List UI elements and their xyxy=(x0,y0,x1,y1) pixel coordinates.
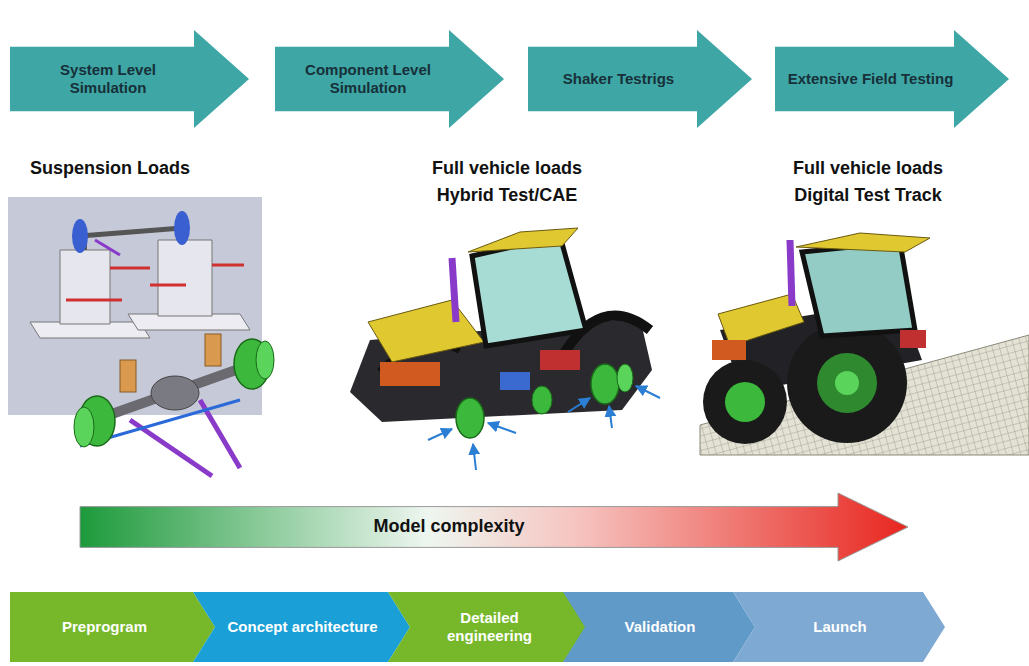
phase-chevron-outline xyxy=(733,592,945,662)
tractor-cutaway-part xyxy=(468,228,578,252)
axle-assembly-part xyxy=(205,334,221,366)
tractor-full-part xyxy=(712,340,746,360)
tractor-cutaway-part xyxy=(368,300,484,362)
phase-chevron: Concept architecture xyxy=(193,592,410,662)
tractor-full-part xyxy=(703,360,787,444)
tractor-cutaway-part xyxy=(472,236,586,346)
test-rig-part xyxy=(66,299,122,302)
node-text: Component Level Simulation xyxy=(287,61,449,97)
phase-chevron: Detailed engineering xyxy=(388,592,589,662)
tractor-full-part xyxy=(787,323,907,443)
phase-chevron-outline xyxy=(563,592,755,662)
test-rig-part xyxy=(158,240,212,316)
node-text: Validation xyxy=(625,618,696,636)
text-area: Model complexity xyxy=(80,493,908,561)
stage-arrow-outline xyxy=(275,30,504,128)
stage-arrow-outline xyxy=(10,30,249,128)
load-arrows-part xyxy=(428,429,452,440)
axle-assembly-part xyxy=(74,407,94,447)
tractor-full-part xyxy=(817,353,877,413)
axle-assembly xyxy=(74,334,274,476)
phase-chevron: Preprogram xyxy=(10,592,215,662)
tractor-cutaway-part xyxy=(540,350,580,370)
node-text: System Level Simulation xyxy=(22,61,194,97)
text-area: Component Level Simulation xyxy=(275,30,504,128)
test-rig-part xyxy=(174,211,190,245)
tractor-cutaway-part xyxy=(452,258,456,322)
tractor-cutaway xyxy=(350,228,652,438)
rig-panel xyxy=(8,197,262,415)
phase-chevron: Validation xyxy=(563,592,755,662)
node-text: Concept architecture xyxy=(227,618,377,636)
complexity-arrow: Model complexity xyxy=(80,493,908,561)
node-text: Extensive Field Testing xyxy=(788,70,954,88)
text-area: Validation xyxy=(563,592,755,662)
section-heading: Full vehicle loads xyxy=(738,157,998,179)
tractor-full-part xyxy=(725,382,765,422)
section-heading: Suspension Loads xyxy=(30,157,260,179)
node-text: Model complexity xyxy=(373,516,524,538)
tractor-cutaway-part xyxy=(500,372,530,390)
text-area: Concept architecture xyxy=(193,592,410,662)
text-area: Launch xyxy=(733,592,945,662)
axle-assembly-part xyxy=(120,360,136,392)
tractor-cutaway-part xyxy=(456,398,484,438)
stage-arrow-outline xyxy=(528,30,752,128)
tractor-cutaway-part xyxy=(591,364,619,404)
load-arrows-part xyxy=(609,406,612,428)
text-area: Shaker Testrigs xyxy=(528,30,752,128)
tractor-cutaway-part xyxy=(617,364,633,392)
stage-arrow: Extensive Field Testing xyxy=(775,30,1009,128)
tractor-cutaway-part xyxy=(380,362,440,386)
test-rig-part xyxy=(150,284,186,287)
text-area: System Level Simulation xyxy=(10,30,249,128)
load-arrows xyxy=(428,386,660,470)
stage-arrow-outline xyxy=(775,30,1009,128)
stage-arrow: Shaker Testrigs xyxy=(528,30,752,128)
test-rig-part xyxy=(72,219,88,253)
load-arrows-part xyxy=(636,386,660,398)
test-rig-part xyxy=(95,240,120,255)
node-text: Preprogram xyxy=(62,618,147,636)
complexity-arrow-outline xyxy=(80,493,908,561)
tractor-full-part xyxy=(790,240,792,306)
test-rig-part xyxy=(60,250,110,324)
node-text: Shaker Testrigs xyxy=(563,70,674,88)
phase-chevron: Launch xyxy=(733,592,945,662)
section-heading: Hybrid Test/CAE xyxy=(377,184,637,206)
load-arrows-part xyxy=(473,444,476,470)
tractor-full-part xyxy=(802,242,915,336)
tractor-full-part xyxy=(796,233,930,252)
tractor-full xyxy=(703,233,930,444)
test-rig xyxy=(30,211,250,338)
axle-assembly-part xyxy=(95,365,250,420)
phase-chevron-outline xyxy=(10,592,215,662)
phase-chevron-outline xyxy=(388,592,589,662)
axle-assembly-part xyxy=(151,376,199,410)
tractor-full-part xyxy=(835,371,859,395)
test-rig-part xyxy=(212,264,244,267)
node-text: Launch xyxy=(813,618,866,636)
tractor-cutaway-part xyxy=(532,386,552,414)
stage-arrow: Component Level Simulation xyxy=(275,30,504,128)
test-rig-part xyxy=(80,228,182,236)
node-text: Detailed engineering xyxy=(416,609,563,645)
text-area: Detailed engineering xyxy=(388,592,589,662)
text-area: Extensive Field Testing xyxy=(775,30,1009,128)
test-rig-part xyxy=(110,267,150,270)
axle-assembly-part xyxy=(256,341,274,379)
text-area: Preprogram xyxy=(10,592,215,662)
load-arrows-part xyxy=(568,398,590,412)
phase-chevron-outline xyxy=(193,592,410,662)
section-heading: Digital Test Track xyxy=(738,184,998,206)
rig-panel-part xyxy=(8,197,262,415)
tractor-full-part xyxy=(900,330,926,348)
stage-arrow: System Level Simulation xyxy=(10,30,249,128)
load-arrows-part xyxy=(488,423,516,433)
section-heading: Full vehicle loads xyxy=(377,157,637,179)
